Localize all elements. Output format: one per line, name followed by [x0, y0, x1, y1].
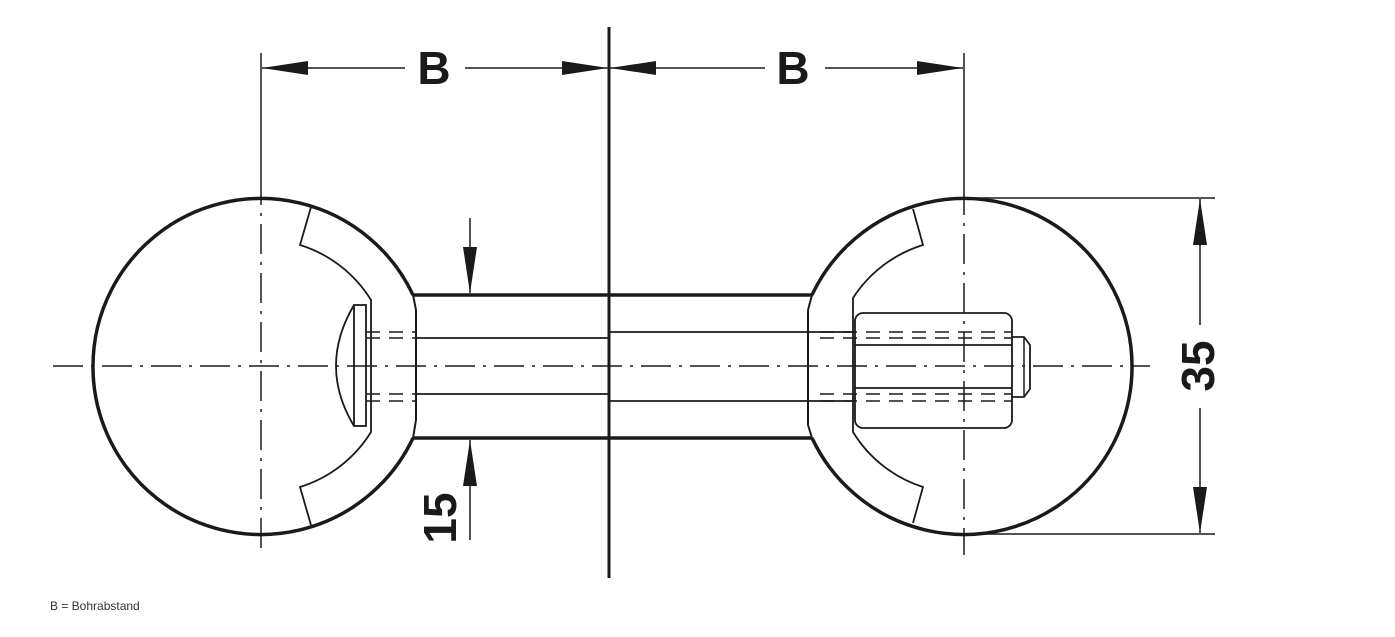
dimension-label-b-right: B: [776, 42, 809, 94]
left-ball-outline: [91, 196, 415, 537]
dimension-label-35: 35: [1172, 340, 1224, 391]
right-ball-outline: [810, 196, 1134, 537]
screw-head: [353, 304, 367, 427]
dimension-label-15: 15: [414, 492, 466, 543]
right-ball-inner-recess: [852, 208, 925, 524]
nut: [854, 312, 1013, 429]
left-ball-inner-recess: [298, 206, 372, 526]
bolt-end: [1012, 336, 1031, 398]
legend-caption: B = Bohrabstand: [50, 599, 140, 613]
dimension-label-b-left: B: [417, 42, 450, 94]
